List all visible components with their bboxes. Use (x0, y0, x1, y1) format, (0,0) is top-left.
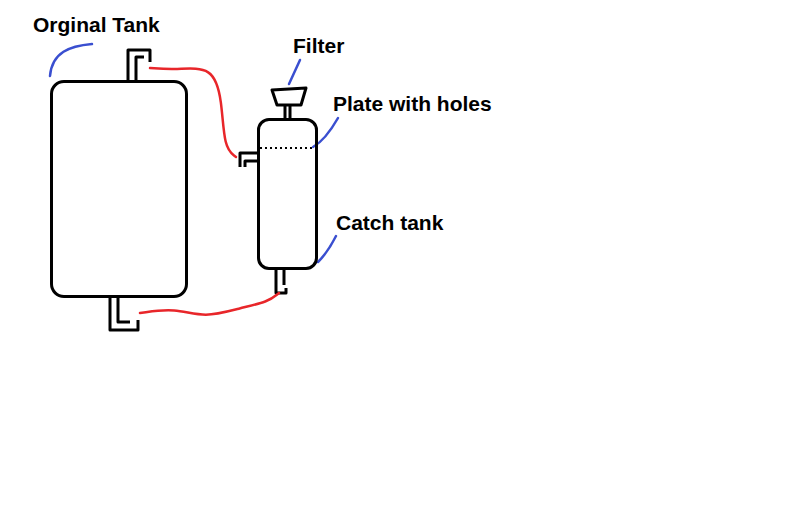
tank-outline: Orginal Tank (50, 80, 188, 298)
tank-outline: Catch tank (257, 118, 318, 270)
part-label: Filter (293, 34, 344, 58)
tank-label: Catch tank (336, 211, 443, 235)
outlet-fitting (276, 270, 286, 293)
leader-line (50, 44, 92, 76)
tank-label: Orginal Tank (33, 13, 160, 37)
inlet-fitting (240, 153, 257, 167)
tank-top-fitting (128, 50, 150, 80)
perforated-plate (260, 147, 316, 149)
tank-bottom-fitting (110, 298, 138, 330)
filter (272, 88, 306, 105)
leader-line (289, 60, 300, 84)
leader-line (318, 236, 336, 262)
part-label: Plate with holes (333, 92, 492, 116)
